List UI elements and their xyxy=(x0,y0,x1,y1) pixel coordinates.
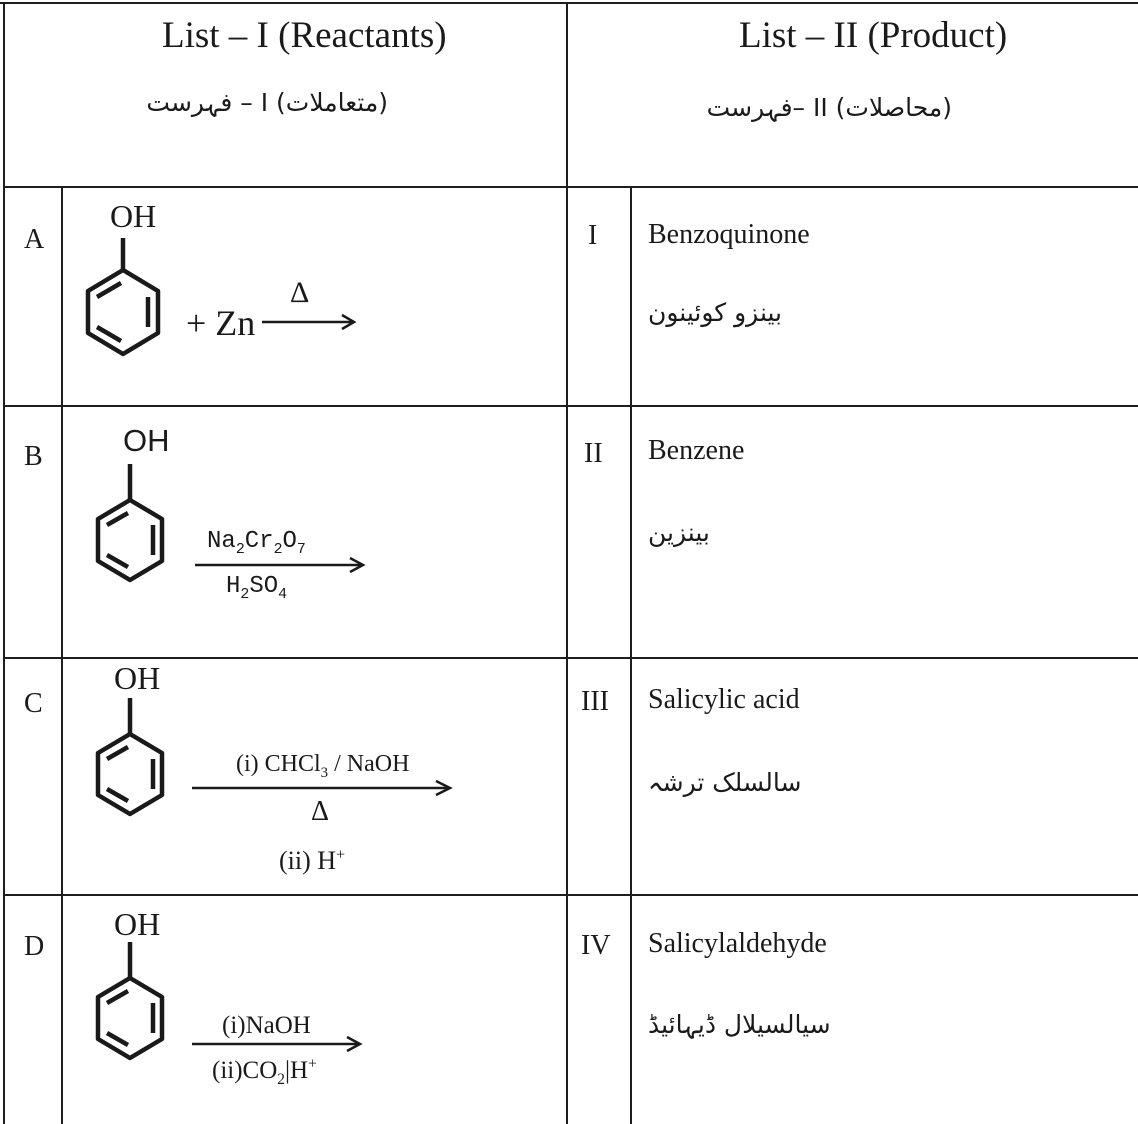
reagent-h-plus-c: (ii) H+ xyxy=(279,846,346,875)
divider-row-1 xyxy=(3,405,1138,407)
list2-title: List – II (Product) xyxy=(739,15,1008,56)
oh-group-b: OH xyxy=(123,423,170,458)
reagent-h2so4-b: H2SO4 xyxy=(226,573,288,603)
reagent-chcl3-naoh-c: (i) CHCl3 / NaOH xyxy=(236,751,410,781)
product-label-i: I xyxy=(588,220,598,251)
reaction-arrow-c xyxy=(192,779,453,797)
product-urdu-salicylaldehyde: سیالسیلال ڈیہائیڈ xyxy=(648,1010,831,1039)
reagent-zn-a: + Zn xyxy=(186,303,256,343)
oh-group-d: OH xyxy=(114,906,161,942)
divider-label-col-left xyxy=(61,186,63,1124)
product-urdu-benzoquinone: بینزو کوئینون xyxy=(648,298,782,327)
reaction-arrow-d xyxy=(192,1035,363,1053)
oh-group-c: OH xyxy=(114,660,161,696)
benzene-ring-c xyxy=(95,698,165,817)
product-urdu-benzene: بینزین xyxy=(648,518,710,547)
reagent-naoh-d: (i)NaOH xyxy=(222,1012,311,1039)
divider-header xyxy=(3,186,1138,188)
product-label-iv: IV xyxy=(581,930,611,961)
condition-delta-c: Δ xyxy=(311,796,330,827)
reaction-arrow-a xyxy=(262,313,357,331)
reagent-na2cr2o7-b: Na2Cr2O7 xyxy=(207,528,306,558)
product-label-ii: II xyxy=(584,438,603,469)
benzene-ring-b xyxy=(95,464,165,583)
product-name-benzene: Benzene xyxy=(648,435,745,466)
divider-label-col-right xyxy=(630,186,632,1124)
reactant-label-b: B xyxy=(24,441,43,472)
reactant-label-d: D xyxy=(24,931,45,962)
product-label-iii: III xyxy=(581,686,609,717)
divider-center xyxy=(566,2,568,1124)
border-left xyxy=(3,2,5,1124)
condition-delta-a: Δ xyxy=(290,276,310,309)
oh-group-a: OH xyxy=(110,198,157,234)
product-name-salicylic-acid: Salicylic acid xyxy=(648,684,800,715)
list1-urdu-title: (متعاملات) I – فہرست xyxy=(146,88,388,117)
product-urdu-salicylic-acid: سالسلک ترشہ xyxy=(648,768,802,797)
benzene-ring-a xyxy=(85,238,161,357)
product-name-benzoquinone: Benzoquinone xyxy=(648,219,810,250)
reagent-co2-h-plus-d: (ii)CO2|H+ xyxy=(212,1055,317,1088)
product-name-salicylaldehyde: Salicylaldehyde xyxy=(648,928,827,959)
reactant-label-c: C xyxy=(24,688,43,719)
border-top xyxy=(0,2,1138,4)
reactant-label-a: A xyxy=(24,224,45,255)
divider-row-3 xyxy=(3,894,1138,896)
divider-row-2 xyxy=(3,657,1138,659)
reaction-arrow-b xyxy=(195,556,366,574)
benzene-ring-d xyxy=(95,942,165,1061)
list1-title: List – I (Reactants) xyxy=(162,15,447,56)
list2-urdu-title: (محاصلات) II –فہرست xyxy=(706,93,952,122)
